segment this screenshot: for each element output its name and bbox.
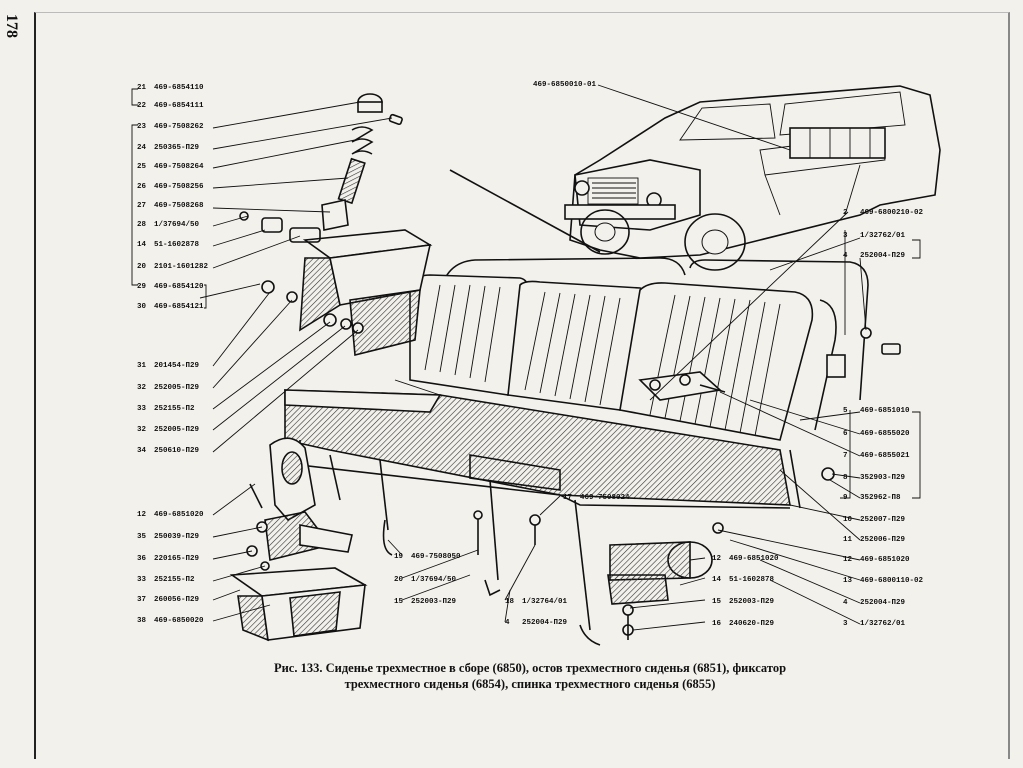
caption-line-1: Рис. 133. Сиденье трехместное в сборе (6… [273, 661, 787, 675]
page-frame [34, 12, 1010, 759]
bench-seat-assembly [284, 169, 869, 646]
leader-lines [199, 84, 867, 631]
page-number: 178 [3, 14, 20, 38]
vehicle-illustration [564, 85, 941, 271]
figure-caption: Рис. 133. Сиденье трехместное в сборе (6… [150, 660, 910, 692]
callout-label: 469-6850010-01 [533, 81, 597, 89]
seat-latch-mechanism [638, 371, 726, 401]
floor-bracket-detail [229, 437, 368, 642]
hinge-detail [473, 327, 901, 640]
callout-brackets [131, 88, 921, 499]
latch-assembly-detail [239, 93, 433, 357]
caption-line-2: трехместного сиденья (6854), спинка трех… [344, 677, 716, 691]
